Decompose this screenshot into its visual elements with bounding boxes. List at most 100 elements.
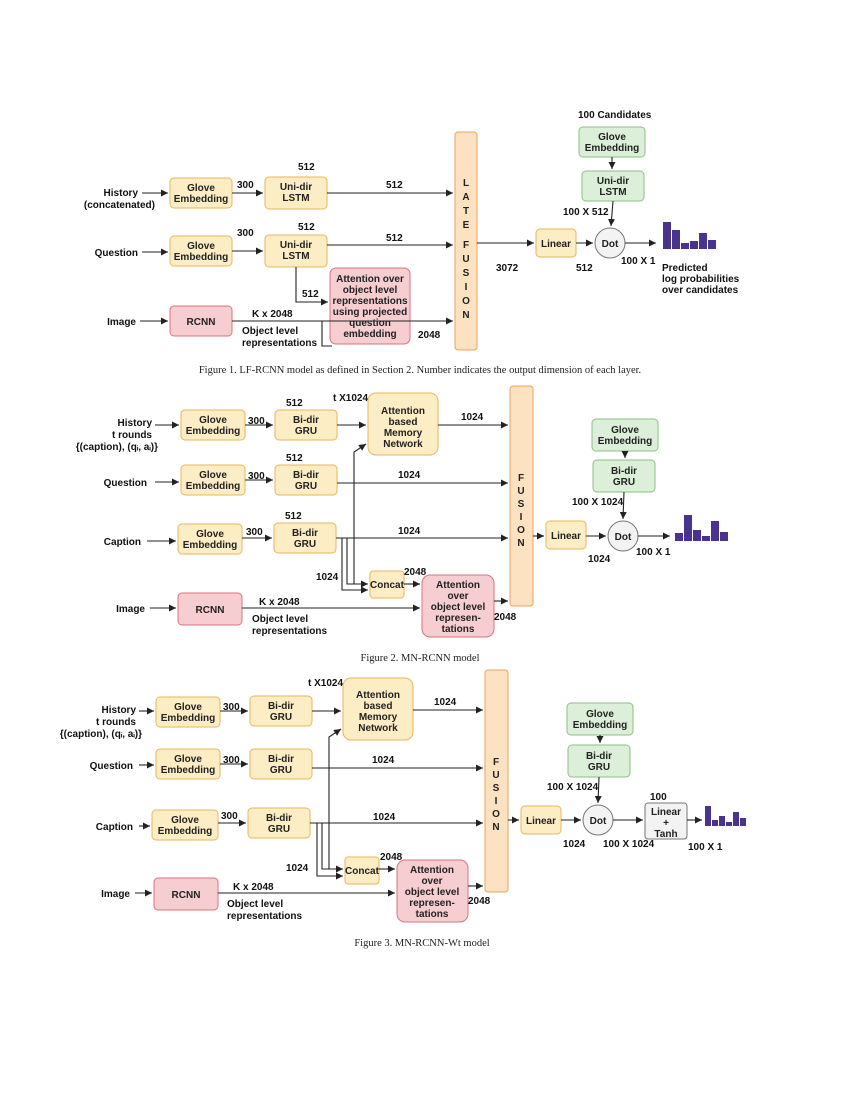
histogram-icon xyxy=(705,806,746,826)
attention-label: object level xyxy=(431,602,486,613)
fusion-letter: E xyxy=(463,220,470,231)
dim-label: 512 xyxy=(386,180,403,191)
fusion-letter: F xyxy=(463,240,469,251)
dim-label: 1024 xyxy=(398,470,421,481)
attention-memory-network xyxy=(367,392,439,456)
fusion-letter: N xyxy=(517,538,524,549)
caption-input-label: Caption xyxy=(96,822,133,833)
dim-label: 512 xyxy=(286,453,303,464)
dim-label: 512 xyxy=(286,398,303,409)
fusion-letter: U xyxy=(462,254,469,265)
figure-1-connectors xyxy=(140,157,656,347)
history-glove-label-2: Embedding xyxy=(174,194,228,205)
dim-label: t X1024 xyxy=(333,393,368,404)
question-lstm-label-1: Uni-dir xyxy=(280,240,312,251)
dim-label: 100 X 1024 xyxy=(547,782,599,793)
history-glove-label-1: Glove xyxy=(187,183,215,194)
figure-2-mn-rcnn: History t rounds {(caption), (qᵢ, aᵢ)} Q… xyxy=(76,385,728,664)
fusion-letter: F xyxy=(493,757,499,768)
histogram-icon xyxy=(663,222,716,249)
memory-label: Memory xyxy=(359,712,398,723)
fusion-letter: O xyxy=(492,809,500,820)
image-rcnn xyxy=(153,877,219,911)
fusion-letter: U xyxy=(492,770,499,781)
dim-label: 300 xyxy=(237,228,254,239)
memory-label: Memory xyxy=(384,428,423,439)
glove-label: Embedding xyxy=(186,426,240,437)
dim-label: 300 xyxy=(237,180,254,191)
image-rcnn xyxy=(177,592,243,626)
concat-node xyxy=(344,856,380,885)
concat-label: Concat xyxy=(345,866,380,877)
memory-label: Attention xyxy=(381,406,425,417)
attention-label-3: representations xyxy=(332,296,407,307)
history-input-sublabel: t rounds xyxy=(96,717,136,728)
linear-label: Linear xyxy=(551,531,581,542)
dim-label: 512 xyxy=(302,289,319,300)
dim-label: 512 xyxy=(386,233,403,244)
fusion-letter: O xyxy=(517,525,525,536)
dim-label: 1024 xyxy=(588,554,611,565)
dim-label: 1024 xyxy=(316,572,339,583)
question-lstm-label-2: LSTM xyxy=(282,251,309,262)
dim-label: 1024 xyxy=(563,839,586,850)
glove-label: Glove xyxy=(199,470,227,481)
glove-label: Embedding xyxy=(186,481,240,492)
dim-label: 3072 xyxy=(496,263,519,274)
attention-label-5: question xyxy=(349,318,391,329)
glove-label: Glove xyxy=(611,425,639,436)
history-input-sublabel: t rounds xyxy=(112,430,152,441)
lintanh-label: Tanh xyxy=(654,829,677,840)
dim-label: K x 2048 xyxy=(233,882,274,893)
attention-object-level xyxy=(421,574,495,638)
fusion-letter: F xyxy=(518,473,524,484)
gru-label: Bi-dir xyxy=(292,528,318,539)
candidates-title: 100 Candidates xyxy=(578,110,652,121)
glove-label: Embedding xyxy=(158,826,212,837)
history-input-label: History xyxy=(118,418,153,429)
gru-label: Bi-dir xyxy=(268,754,294,765)
fusion-letter: N xyxy=(492,822,499,833)
image-input-label: Image xyxy=(107,317,136,328)
dim-label: t X1024 xyxy=(308,678,343,689)
question-gru xyxy=(274,464,338,496)
predicted-label: log probabilities xyxy=(662,274,740,285)
figure-3-caption: Figure 3. MN-RCNN-Wt model xyxy=(354,938,489,949)
glove-label: Embedding xyxy=(598,436,652,447)
gru-label: GRU xyxy=(613,477,635,488)
attention-label: Attention xyxy=(436,580,480,591)
history-glove-embedding xyxy=(155,696,221,728)
histogram-icon xyxy=(675,515,728,541)
question-gru xyxy=(249,748,313,780)
caption-glove-embedding xyxy=(151,809,219,841)
gru-label: GRU xyxy=(294,539,316,550)
attention-label-6: embedding xyxy=(343,329,396,340)
fusion-letter: A xyxy=(462,192,469,203)
rcnn-label: RCNN xyxy=(187,317,216,328)
glove-label: Glove xyxy=(199,415,227,426)
dim-label: 1024 xyxy=(373,812,396,823)
fusion-letter: S xyxy=(493,783,500,794)
history-input-sublabel: (concatenated) xyxy=(84,200,155,211)
linear-label: Linear xyxy=(541,239,571,250)
gru-label: GRU xyxy=(268,824,290,835)
cand-lstm-label-1: Uni-dir xyxy=(597,176,629,187)
glove-label: Embedding xyxy=(161,765,215,776)
cand-lstm-label-2: LSTM xyxy=(599,187,626,198)
dim-label: 2048 xyxy=(494,612,517,623)
dot-label: Dot xyxy=(615,532,632,543)
gru-label: Bi-dir xyxy=(268,701,294,712)
dim-label: 1024 xyxy=(398,526,421,537)
object-level-label: representations xyxy=(227,911,302,922)
attention-label: object level xyxy=(405,887,460,898)
dim-label: 100 X 1 xyxy=(636,547,671,558)
fusion-letter: U xyxy=(517,486,524,497)
object-level-label: representations xyxy=(242,338,317,349)
dim-label: K x 2048 xyxy=(252,309,293,320)
glove-label: Embedding xyxy=(573,720,627,731)
gru-label: GRU xyxy=(295,426,317,437)
glove-label: Glove xyxy=(196,529,224,540)
memory-label: based xyxy=(389,417,418,428)
rcnn-label: RCNN xyxy=(172,890,201,901)
gru-label: GRU xyxy=(270,765,292,776)
